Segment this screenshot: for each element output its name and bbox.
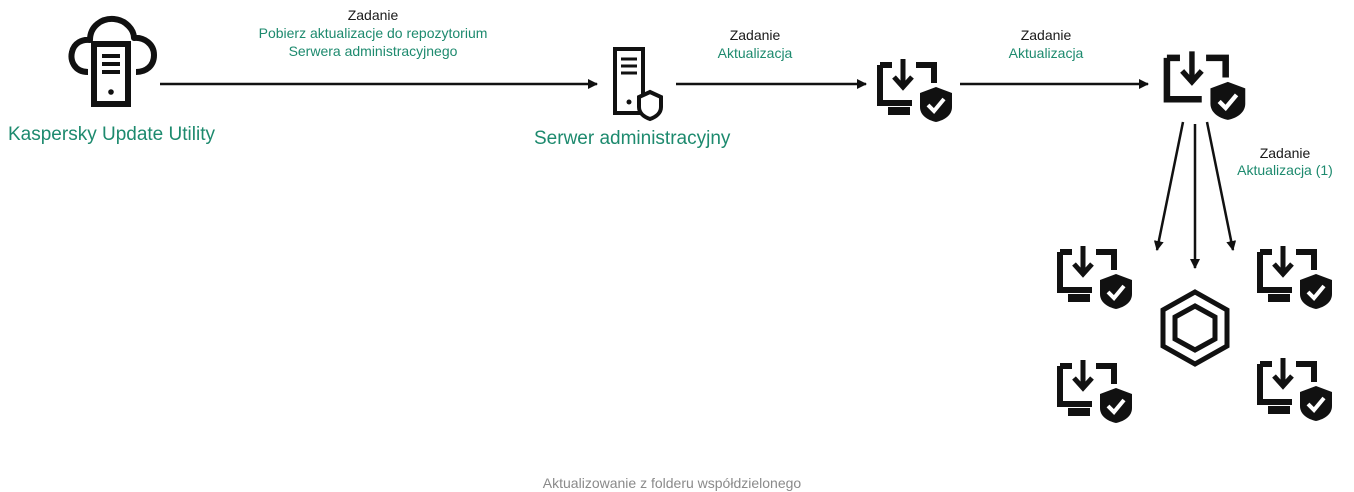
task-1-name-line1: Pobierz aktualizacje do repozytorium	[258, 25, 488, 41]
task-2-title: Zadanie	[729, 27, 781, 43]
managed-device-icon	[1257, 358, 1332, 421]
managed-device-icon	[1257, 246, 1332, 309]
task-3-name: Aktualizacja	[1008, 45, 1084, 61]
arrow-dp2-to-device-left	[1153, 121, 1185, 251]
server-label: Serwer administracyjny	[534, 128, 731, 149]
task-1-name-line2: Serwera administracyjnego	[288, 43, 458, 59]
admin-server-icon	[613, 47, 663, 122]
managed-device-icon	[1057, 246, 1132, 309]
task-1-title: Zadanie	[347, 7, 399, 23]
diagram-caption: Aktualizowanie z folderu współdzielonego	[542, 475, 802, 491]
managed-device-icon	[1057, 360, 1132, 423]
distribution-point-icon	[1163, 51, 1246, 120]
task-3-title: Zadanie	[1020, 27, 1072, 43]
task-4-title: Zadanie	[1259, 145, 1311, 161]
shared-folder-icon	[1160, 289, 1230, 367]
kuu-label: Kaspersky Update Utility	[8, 124, 215, 145]
task-4-name: Aktualizacja (1)	[1237, 162, 1333, 178]
task-2-name: Aktualizacja	[717, 45, 793, 61]
arrow-dp2-to-device-right	[1205, 121, 1237, 251]
cloud-server-icon	[68, 15, 157, 107]
distribution-point-icon	[877, 59, 952, 122]
